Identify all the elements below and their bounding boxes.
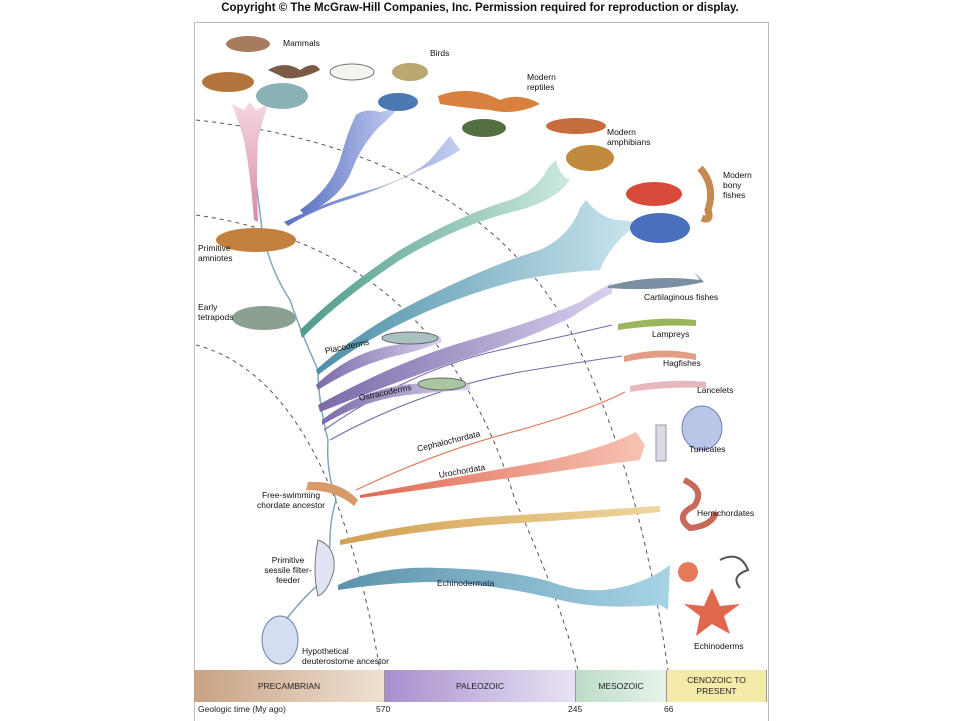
shark-illustration bbox=[608, 272, 704, 290]
hemichordate-illustration bbox=[680, 477, 719, 532]
primitive-amniote-illustration bbox=[216, 228, 296, 252]
label-hagfishes: Hagfishes bbox=[663, 358, 701, 368]
branch-birds bbox=[300, 108, 398, 214]
label-cartilaginous-fishes: Cartilaginous fishes bbox=[644, 292, 719, 302]
label-lancelets: Lancelets bbox=[697, 385, 734, 395]
lamprey-illustration bbox=[618, 318, 696, 330]
era-boundaries bbox=[195, 119, 669, 671]
bird-illustration bbox=[329, 63, 375, 81]
label-echinoderms: Echinoderms bbox=[694, 641, 744, 651]
label-mammals: Mammals bbox=[283, 38, 320, 48]
reptile-illustration bbox=[438, 90, 540, 112]
bony-fish-illustration bbox=[626, 182, 682, 206]
starfish-illustration bbox=[684, 588, 740, 636]
deuterostome-ancestor-illustration bbox=[261, 615, 299, 665]
branch-amphibians bbox=[300, 160, 570, 338]
sessile-filter-feeder-illustration bbox=[314, 539, 335, 597]
label-free-swimming-ancestor: Free-swimming chordate ancestor bbox=[256, 490, 326, 510]
label-deuterostome-ancestor: Hypothetical deuterostome ancestor bbox=[302, 646, 389, 666]
label-early-tetrapods: Early tetrapods bbox=[198, 302, 234, 322]
label-sessile-filter-feeder: Primitive sessile filter-feeder bbox=[264, 555, 312, 585]
free-swimming-ancestor-illustration bbox=[306, 481, 358, 506]
label-lampreys: Lampreys bbox=[652, 329, 690, 339]
label-primitive-amniotes: Primitive amniotes bbox=[198, 243, 233, 263]
early-tetrapod-illustration bbox=[232, 306, 296, 330]
branch-hagfishes bbox=[329, 355, 623, 441]
label-echinodermata: Echinodermata bbox=[437, 578, 495, 588]
mammal-illustration bbox=[226, 36, 270, 52]
branch-placoderms bbox=[316, 336, 442, 390]
label-hemichordates: Hemichordates bbox=[697, 508, 755, 518]
organism-illustrations bbox=[202, 36, 750, 665]
tunicate-illustration bbox=[681, 405, 723, 451]
branch-cephalochordata bbox=[355, 391, 626, 491]
copyright-notice: Copyright © The McGraw-Hill Companies, I… bbox=[221, 2, 739, 14]
label-birds: Birds bbox=[430, 48, 450, 58]
diagram-frame bbox=[194, 22, 769, 721]
branch-bony-fishes bbox=[316, 200, 640, 375]
label-tunicates: Tunicates bbox=[689, 444, 726, 454]
geologic-time-label: Geologic time (My ago) bbox=[198, 704, 286, 714]
branch-urochordata bbox=[360, 432, 645, 498]
era-paleozoic: PALEOZOIC bbox=[385, 670, 576, 702]
era-mesozoic: MESOZOIC bbox=[576, 670, 667, 702]
tick-570: 570 bbox=[376, 704, 391, 714]
branch-mammals bbox=[232, 102, 268, 222]
branch-echinodermata bbox=[338, 565, 670, 610]
label-modern-amphibians: Modern amphibians bbox=[607, 127, 651, 147]
hagfish-illustration bbox=[624, 350, 696, 362]
branch-cartilaginous bbox=[318, 283, 612, 412]
era-precambrian: PRECAMBRIAN bbox=[194, 670, 385, 702]
amphibian-illustration bbox=[546, 118, 606, 134]
era-cenozoic: CENOZOIC TO PRESENT bbox=[667, 670, 767, 702]
tick-66: 66 bbox=[664, 704, 674, 714]
branch-reptiles-birds bbox=[284, 136, 460, 226]
label-modern-bony-fishes: Modern bony fishes bbox=[723, 170, 752, 200]
tick-245: 245 bbox=[568, 704, 583, 714]
branch-hemichordata bbox=[340, 506, 660, 545]
label-modern-reptiles: Modern reptiles bbox=[527, 72, 556, 92]
lancelet-illustration bbox=[630, 380, 706, 392]
